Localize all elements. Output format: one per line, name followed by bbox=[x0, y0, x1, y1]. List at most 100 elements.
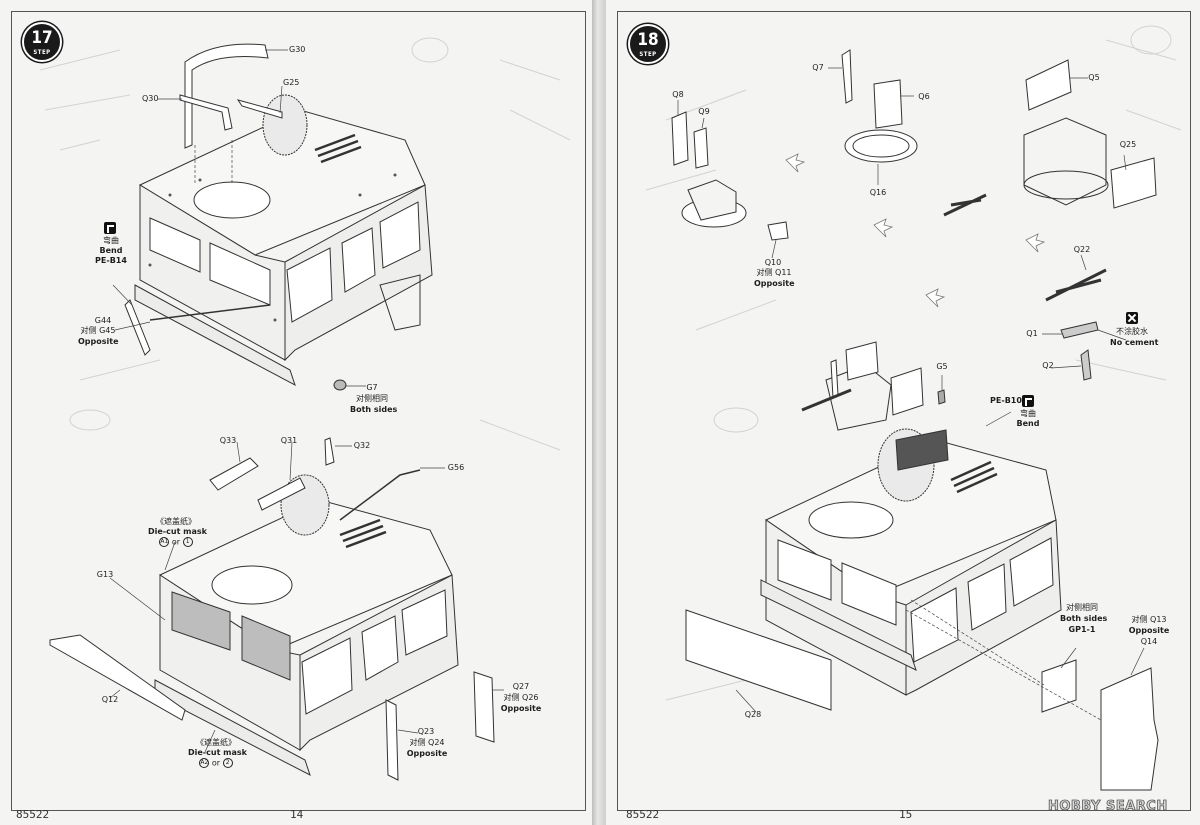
label-mask-cn-1: 《遮盖纸》 bbox=[156, 517, 196, 526]
step-word: STEP bbox=[33, 49, 51, 56]
mask-or: or bbox=[171, 537, 181, 547]
page-border bbox=[617, 11, 1191, 811]
label-q10: Q10 bbox=[764, 258, 782, 267]
label-pe-b10: PE-B10 bbox=[990, 396, 1022, 405]
label-no-cement-cn: 不涂胶水 bbox=[1116, 327, 1148, 336]
lower-cab-assembly bbox=[154, 474, 459, 777]
mask-or: or bbox=[211, 758, 221, 768]
bend-icon bbox=[1022, 395, 1034, 407]
label-q31: Q31 bbox=[280, 436, 298, 445]
part-g44 bbox=[149, 304, 271, 321]
label-g5: G5 bbox=[936, 362, 948, 371]
label-mask-options-2: A2 or 2 bbox=[188, 758, 244, 769]
label-q25: Q25 bbox=[1119, 140, 1137, 149]
label-q12: Q12 bbox=[101, 695, 119, 704]
part-g56 bbox=[339, 469, 421, 521]
part-q28 bbox=[685, 609, 832, 711]
catalog-number: 85522 bbox=[626, 808, 660, 821]
label-g13: G13 bbox=[96, 570, 114, 579]
label-gp1-1: GP1-1 bbox=[1068, 625, 1096, 634]
label-g25: G25 bbox=[283, 78, 300, 87]
catalog-number: 85522 bbox=[16, 808, 50, 821]
label-q33: Q33 bbox=[219, 436, 237, 445]
step-number: 17 bbox=[31, 28, 53, 48]
label-g7: G7 bbox=[366, 383, 378, 392]
label-q27: Q27 bbox=[512, 682, 530, 691]
part-q25 bbox=[1110, 157, 1157, 209]
part-q12 bbox=[49, 634, 186, 721]
label-both-sides-en: Both sides bbox=[350, 405, 398, 414]
part-q2 bbox=[1080, 349, 1092, 381]
label-q32: Q32 bbox=[353, 441, 371, 450]
part-g25 bbox=[236, 99, 283, 119]
part-q9 bbox=[693, 127, 709, 169]
part-q10 bbox=[767, 221, 789, 241]
label-q14: Q14 bbox=[1140, 637, 1158, 646]
label-bend-cn: 弯曲 bbox=[103, 236, 119, 245]
label-q24-cn: 对侧 Q24 bbox=[409, 738, 445, 747]
part-g5 bbox=[937, 389, 946, 405]
label-pe-b14: PE-B14 bbox=[95, 256, 127, 265]
label-mask-en-2: Die-cut mask bbox=[188, 748, 247, 757]
no-cement-icon bbox=[1126, 312, 1138, 324]
label-g30: G30 bbox=[289, 45, 306, 54]
flow-arrow bbox=[925, 288, 946, 308]
page-number: 14 bbox=[290, 808, 304, 821]
label-q5: Q5 bbox=[1088, 73, 1100, 82]
mask-1-badge: 1 bbox=[182, 537, 193, 547]
label-q1: Q1 bbox=[1026, 329, 1038, 338]
page-number: 15 bbox=[899, 808, 913, 821]
part-q32 bbox=[324, 437, 335, 466]
bend-icon bbox=[104, 222, 116, 234]
step-word: STEP bbox=[639, 51, 657, 58]
label-opposite: Opposite bbox=[754, 279, 795, 288]
part-q22 bbox=[1045, 268, 1107, 302]
part-pe-b14 bbox=[124, 299, 151, 356]
label-q22: Q22 bbox=[1073, 245, 1091, 254]
upper-cab-assembly bbox=[134, 94, 433, 387]
part-q7 bbox=[841, 49, 853, 104]
flow-arrow bbox=[785, 153, 806, 173]
part-g30 bbox=[184, 43, 269, 149]
upper-turret bbox=[1023, 117, 1107, 206]
label-g56: G56 bbox=[447, 463, 465, 472]
step-18-badge: 18 STEP bbox=[628, 24, 668, 64]
machine-gun-upper bbox=[943, 193, 987, 217]
label-q6: Q6 bbox=[918, 92, 930, 101]
step-17-badge: 17 STEP bbox=[22, 22, 62, 62]
part-q1 bbox=[1060, 321, 1099, 339]
label-q30: Q30 bbox=[142, 94, 159, 103]
part-q8 bbox=[671, 111, 689, 166]
label-bend-en: Bend bbox=[1016, 419, 1040, 428]
part-q6 bbox=[873, 79, 903, 129]
page-border bbox=[11, 11, 586, 811]
label-opposite: Opposite bbox=[500, 704, 542, 713]
label-q11-cn: 对侧 Q11 bbox=[756, 268, 792, 277]
mask-2-badge: 2 bbox=[222, 758, 233, 768]
label-mask-cn-2: 《遮盖纸》 bbox=[196, 738, 236, 747]
part-q5 bbox=[1025, 59, 1072, 111]
label-q2: Q2 bbox=[1042, 361, 1054, 370]
part-gp1-1 bbox=[1041, 659, 1077, 713]
watermark-logo: HOBBY SEARCH bbox=[1048, 799, 1168, 815]
label-q13-cn: 对侧 Q13 bbox=[1131, 615, 1167, 624]
label-q9: Q9 bbox=[698, 107, 710, 116]
step-18-drawings bbox=[645, 25, 1182, 791]
label-opposite: Opposite bbox=[406, 749, 448, 758]
mask-a1-badge: A1 bbox=[159, 537, 170, 547]
label-g45-cn: 对侧 G45 bbox=[80, 326, 116, 335]
step-number: 18 bbox=[637, 30, 659, 50]
mesh-plate bbox=[895, 429, 949, 471]
label-no-cement-en: No cement bbox=[1110, 338, 1159, 347]
part-q30 bbox=[179, 94, 233, 131]
label-both-sides-en: Both sides bbox=[1060, 614, 1108, 623]
part-q23 bbox=[385, 699, 399, 781]
left-instruction-page: 17 STEP G30 Q30 G25 弯曲 Bend PE-B14 G44 对… bbox=[0, 0, 592, 825]
flow-arrow bbox=[873, 218, 894, 238]
label-mask-en-1: Die-cut mask bbox=[148, 527, 207, 536]
label-both-sides-cn: 对侧相同 bbox=[1066, 603, 1098, 612]
part-q31 bbox=[257, 477, 306, 511]
label-q16: Q16 bbox=[869, 188, 887, 197]
lower-cab-assembly bbox=[760, 341, 1062, 696]
label-q7: Q7 bbox=[812, 63, 824, 72]
